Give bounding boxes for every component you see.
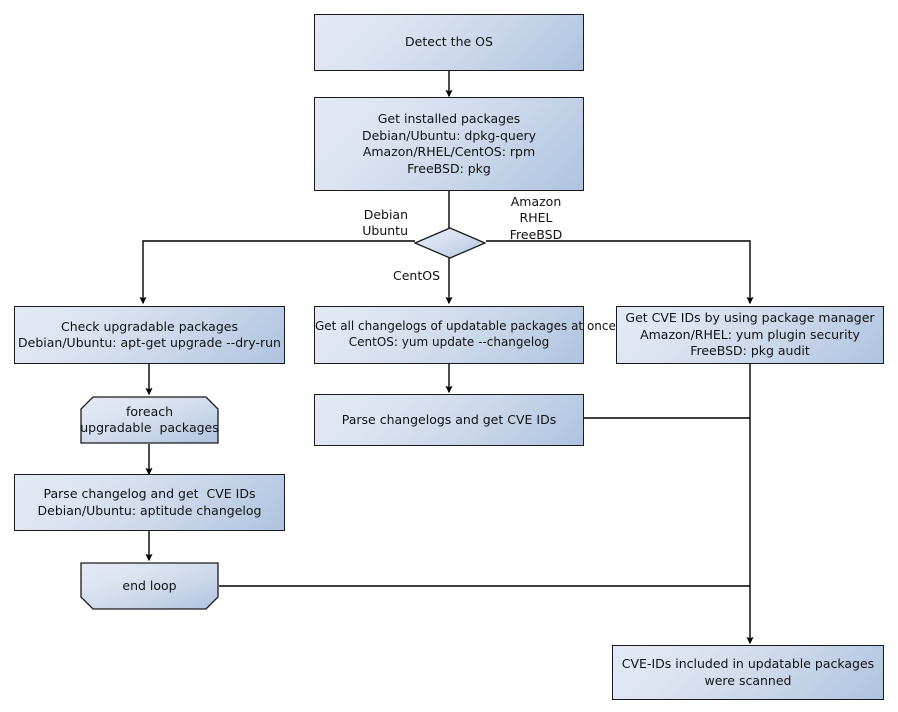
- node-check-upgradable-packages-label: Check upgradable packages Debian/Ubuntu:…: [18, 318, 281, 351]
- node-get-all-changelogs[interactable]: Get all changelogs of updatable packages…: [314, 306, 616, 364]
- node-parse-changelogs-get-cve-ids-label: Parse changelogs and get CVE IDs: [341, 411, 557, 427]
- edge-decision-right-bus: [486, 240, 754, 305]
- node-get-cve-ids-package-manager[interactable]: Get CVE IDs by using package manager Ama…: [616, 306, 884, 364]
- node-parse-changelog-get-cve-ids-label: Parse changelog and get CVE IDs Debian/U…: [37, 486, 262, 518]
- edge-label-debian-ubuntu: Debian Ubuntu: [362, 207, 408, 239]
- decision-diamond-icon: [413, 227, 487, 259]
- node-parse-changelog-get-cve-ids[interactable]: Parse changelog and get CVE IDs Debian/U…: [14, 474, 285, 531]
- node-check-upgradable-packages[interactable]: Check upgradable packages Debian/Ubuntu:…: [14, 306, 285, 364]
- loop-end-shape-icon: [80, 562, 219, 610]
- node-os-decision[interactable]: [413, 227, 487, 259]
- node-get-all-changelogs-label: Get all changelogs of updatable packages…: [315, 319, 616, 349]
- loop-start-shape-icon: [80, 396, 219, 444]
- node-end-loop-label: end loop: [122, 577, 177, 593]
- node-cve-ids-scanned[interactable]: CVE-IDs included in updatable packages w…: [612, 645, 884, 700]
- node-foreach-upgradable-packages-label: foreach upgradable packages: [80, 403, 219, 436]
- node-cve-ids-scanned-label: CVE-IDs included in updatable packages w…: [621, 656, 875, 688]
- node-end-loop[interactable]: end loop: [80, 562, 219, 610]
- node-get-installed-packages-label: Get installed packages Debian/Ubuntu: dp…: [361, 111, 537, 176]
- node-detect-os-label: Detect the OS: [405, 34, 493, 50]
- node-foreach-upgradable-packages[interactable]: foreach upgradable packages: [80, 396, 219, 444]
- node-detect-os[interactable]: Detect the OS: [314, 14, 584, 71]
- node-get-installed-packages[interactable]: Get installed packages Debian/Ubuntu: dp…: [314, 97, 584, 191]
- node-parse-changelogs-get-cve-ids[interactable]: Parse changelogs and get CVE IDs: [314, 394, 584, 446]
- edge-label-amazon-rhel-freebsd: Amazon RHEL FreeBSD: [509, 194, 563, 242]
- node-get-cve-ids-package-manager-label: Get CVE IDs by using package manager Ama…: [625, 310, 875, 359]
- edge-label-centos: CentOS: [392, 268, 440, 283]
